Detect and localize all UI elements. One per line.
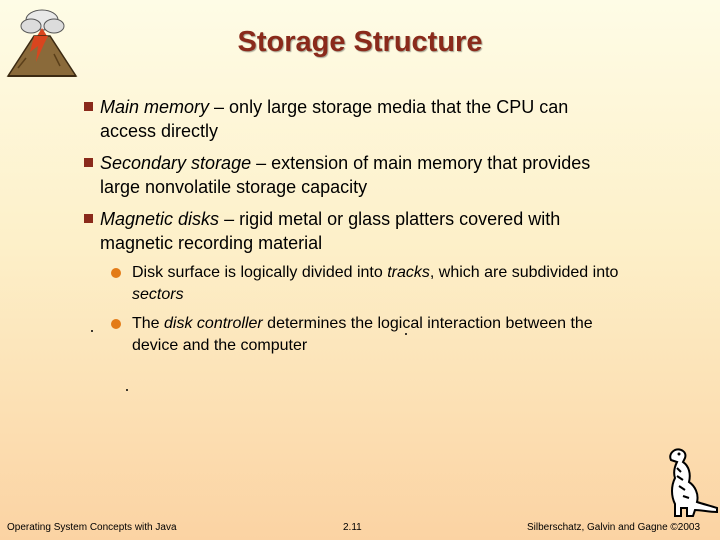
bullet-term: Magnetic disks xyxy=(100,209,220,229)
bullet-text-line2: large nonvolatile storage capacity xyxy=(100,177,368,197)
subbullet-text-line2: device and the computer xyxy=(132,337,308,354)
bullet-main-memory: Main memory – only large storage media t… xyxy=(84,95,684,143)
dinosaur-icon xyxy=(669,448,718,517)
bullet-text: – extension of main memory that provides xyxy=(251,153,591,173)
speck xyxy=(91,330,93,332)
subbullet-term: tracks xyxy=(387,264,430,281)
slide-title: Storage Structure xyxy=(237,26,483,58)
subbullet-text: determines the logical interaction betwe… xyxy=(262,315,593,332)
circle-bullet-icon xyxy=(111,268,121,278)
subbullet-text-line2: sectors xyxy=(132,286,184,303)
bullet-text-line2: magnetic recording material xyxy=(100,233,323,253)
subbullet-term: disk controller xyxy=(164,315,263,332)
bullet-text: – only large storage media that the CPU … xyxy=(209,97,569,117)
bullet-term: Secondary storage xyxy=(100,153,252,173)
bullet-text-line2: access directly xyxy=(100,121,219,141)
footer-book-title: Operating System Concepts with Java xyxy=(7,522,177,533)
bullet-text: – rigid metal or glass platters covered … xyxy=(219,209,561,229)
bullet-secondary-storage: Secondary storage – extension of main me… xyxy=(84,151,684,199)
bullet-term: Main memory xyxy=(100,97,210,117)
circle-bullet-icon xyxy=(111,319,121,329)
speck xyxy=(405,333,407,335)
subbullet-text: The xyxy=(132,315,165,332)
footer-page-number: 2.11 xyxy=(343,522,362,533)
subbullet-text: Disk surface is logically divided into xyxy=(132,264,388,281)
volcano-icon xyxy=(6,9,78,77)
subbullet-disk-controller: The disk controller determines the logic… xyxy=(111,313,701,357)
subbullet-tracks: Disk surface is logically divided into t… xyxy=(111,262,701,306)
speck xyxy=(126,389,128,391)
square-bullet-icon xyxy=(84,102,93,111)
subbullet-text: , which are subdivided into xyxy=(429,264,619,281)
square-bullet-icon xyxy=(84,214,93,223)
footer-authors: Silberschatz, Galvin and Gagne ©2003 xyxy=(527,522,701,533)
square-bullet-icon xyxy=(84,158,93,167)
bullet-magnetic-disks: Magnetic disks – rigid metal or glass pl… xyxy=(84,207,684,255)
